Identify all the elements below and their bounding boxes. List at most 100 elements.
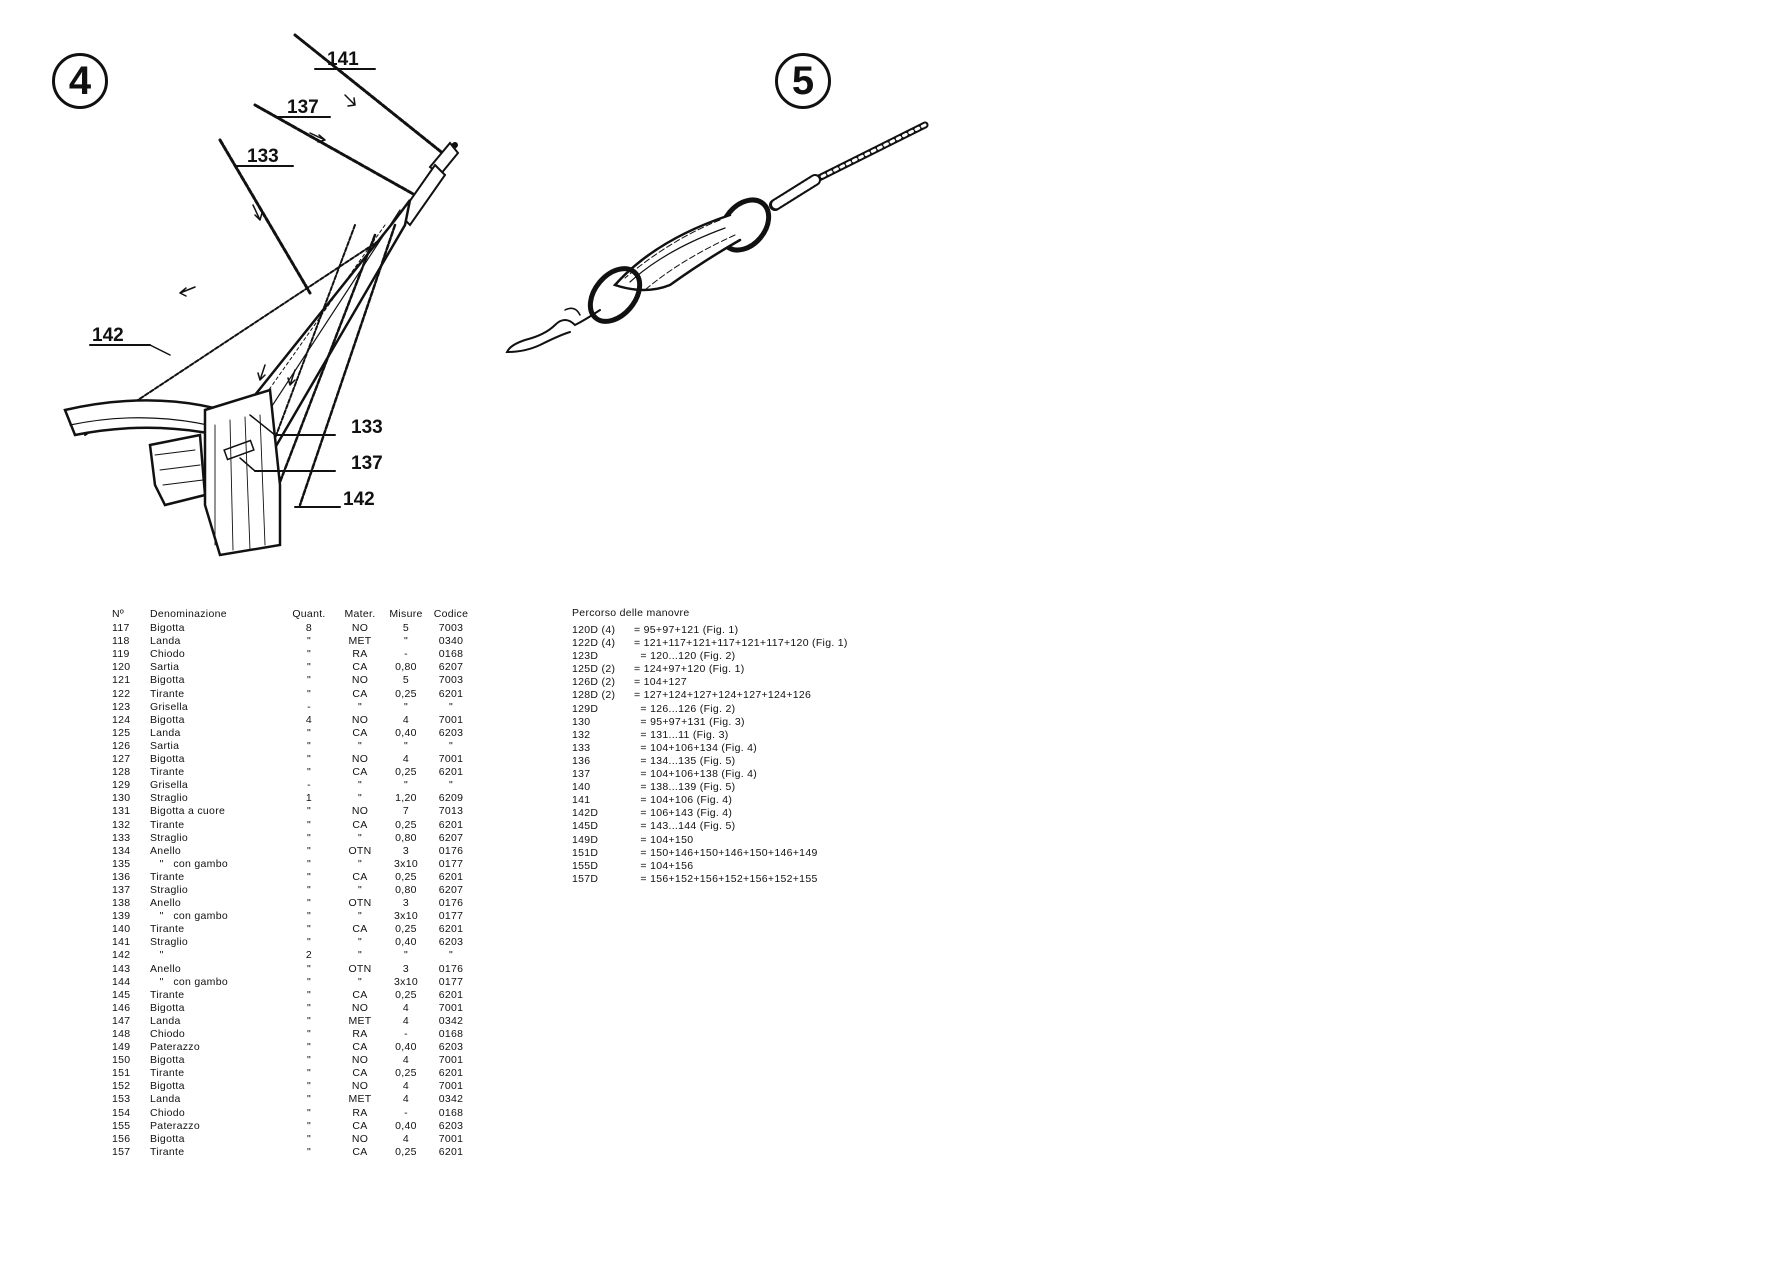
table-cell: 145 — [112, 988, 131, 1001]
table-cell: Bigotta — [150, 713, 185, 726]
table-cell: 3x10 — [394, 975, 418, 988]
table-cell: 0,25 — [395, 870, 417, 883]
label-141-top: 141 — [327, 49, 359, 70]
table-cell: 3x10 — [394, 910, 418, 923]
table-cell: 0,40 — [395, 726, 417, 739]
table-cell: 0177 — [438, 975, 464, 988]
table-cell: 147 — [112, 1014, 131, 1027]
route-path: = 127+124+127+124+127+124+126 — [634, 689, 812, 702]
route-path: = 124+97+120 (Fig. 1) — [634, 663, 745, 676]
stay-141-line — [293, 33, 447, 157]
table-cell: " — [306, 923, 312, 936]
route-row: 132 = 131...11 (Fig. 3) — [572, 729, 848, 742]
route-row: 140 = 138...139 (Fig. 5) — [572, 781, 848, 794]
table-cell: Sartia — [150, 661, 180, 674]
table-cell: Bigotta — [150, 1001, 185, 1014]
table-cell: 7001 — [438, 1054, 464, 1067]
table-cell: 7001 — [438, 753, 464, 766]
table-cell: " — [306, 988, 312, 1001]
route-row: 123D = 120...120 (Fig. 2) — [572, 650, 848, 663]
table-cell: 0,25 — [395, 1067, 417, 1080]
table-cell: " — [306, 1106, 312, 1119]
table-cell: 121 — [112, 674, 131, 687]
route-path: = 106+143 (Fig. 4) — [634, 807, 733, 820]
table-cell: " — [403, 700, 409, 713]
route-id: 149D — [572, 833, 599, 846]
table-cell: 5 — [402, 674, 410, 687]
table-cell: 7013 — [438, 805, 464, 818]
table-cell: 144 — [112, 975, 131, 988]
header-denominazione: Denominazione — [150, 608, 227, 620]
table-cell: " — [306, 1132, 312, 1145]
table-cell: 0342 — [438, 1014, 464, 1027]
table-cell: 0177 — [438, 857, 464, 870]
table-cell: 6201 — [438, 870, 464, 883]
table-cell: 0340 — [438, 635, 464, 648]
table-cell: 6201 — [438, 923, 464, 936]
table-cell: CA — [352, 923, 368, 936]
table-cell: 0,25 — [395, 923, 417, 936]
table-cell: Landa — [150, 635, 181, 648]
table-cell: CA — [352, 1067, 368, 1080]
table-cell: " — [150, 949, 164, 962]
route-id: 128D (2) — [572, 689, 616, 702]
table-cell: 6203 — [438, 1041, 464, 1054]
table-cell: 4 — [402, 1093, 410, 1106]
table-cell: 127 — [112, 753, 131, 766]
table-cell: NO — [351, 1080, 369, 1093]
table-cell: 137 — [112, 883, 131, 896]
table-cell: OTN — [348, 962, 372, 975]
table-cell: Anello — [150, 844, 181, 857]
table-cell: Bigotta — [150, 753, 185, 766]
route-path: = 95+97+131 (Fig. 3) — [634, 715, 745, 728]
table-cell: 124 — [112, 713, 131, 726]
table-cell: Bigotta — [150, 1054, 185, 1067]
route-id: 141 — [572, 794, 591, 807]
table-cell: " — [306, 687, 312, 700]
table-cell: 6201 — [438, 818, 464, 831]
table-cell: 7 — [402, 805, 410, 818]
route-row: 141 = 104+106 (Fig. 4) — [572, 794, 848, 807]
table-cell: 134 — [112, 844, 131, 857]
rigging-routes: Percorso delle manovre 120D (4)= 95+97+1… — [572, 606, 848, 886]
table-cell: " — [357, 792, 363, 805]
table-cell: " con gambo — [150, 910, 228, 923]
route-row: 129D = 126...126 (Fig. 2) — [572, 703, 848, 716]
route-id: 122D (4) — [572, 637, 616, 650]
table-cell: Chiodo — [150, 648, 186, 661]
table-cell: " — [448, 700, 454, 713]
label-133-top: 133 — [247, 146, 279, 167]
table-cell: " — [357, 883, 363, 896]
table-cell: Paterazzo — [150, 1041, 200, 1054]
table-cell: 117 — [112, 622, 130, 635]
table-cell: " — [306, 870, 312, 883]
table-cell: 143 — [112, 962, 131, 975]
table-cell: 1 — [305, 792, 313, 805]
table-cell: 125 — [112, 726, 131, 739]
table-cell: Straglio — [150, 936, 189, 949]
parts-table: Nº Denominazione Quant. Mater. Misure Co… — [112, 608, 476, 1159]
table-cell: 151 — [112, 1067, 131, 1080]
table-cell: 7001 — [438, 713, 464, 726]
table-cell: " — [306, 962, 312, 975]
figure-5-shackle-drawing — [505, 121, 929, 354]
table-cell: " — [306, 897, 312, 910]
table-cell: CA — [352, 1145, 368, 1158]
route-id: 155D — [572, 859, 599, 872]
header-materiale: Mater. — [344, 608, 376, 620]
table-cell: 148 — [112, 1028, 131, 1040]
table-cell: " — [306, 1080, 312, 1093]
table-cell: - — [404, 1106, 408, 1119]
table-cell: 150 — [112, 1054, 131, 1067]
